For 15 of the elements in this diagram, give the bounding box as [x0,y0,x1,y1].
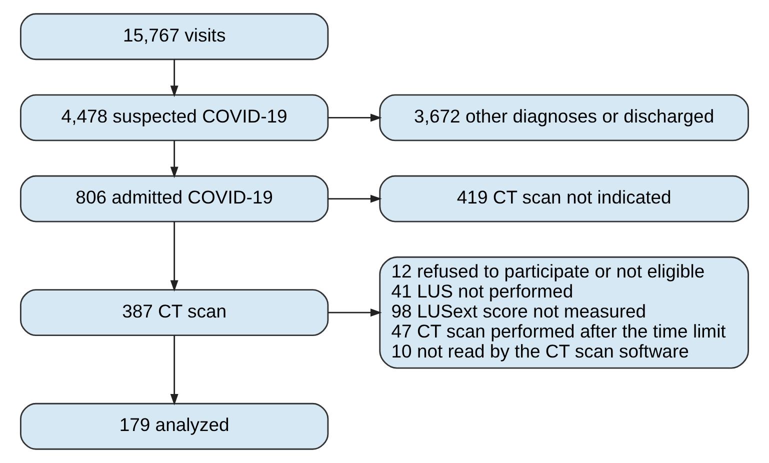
node-box: 4,478 suspected COVID-19 [20,94,329,142]
node-box: 419 CT scan not indicated [379,175,750,222]
node-box: 806 admitted COVID-19 [20,175,329,222]
arrow [328,308,382,317]
node-box: 12 refused to participate or not eligible 41 LUS not performed 98 LUSext score not measured 47 CT scan performed after the time limit 10 not read by the CT scan software [379,256,750,369]
arrow [170,335,178,406]
arrow [170,222,178,292]
node-box: 15,767 visits [20,13,329,60]
arrow [170,59,178,98]
node-box: 387 CT scan [20,289,329,336]
node-box: 179 analyzed [20,402,329,450]
arrow [170,140,178,178]
arrow [328,194,382,203]
arrow [328,114,382,122]
node-box: 3,672 other diagnoses or discharged [379,94,750,142]
